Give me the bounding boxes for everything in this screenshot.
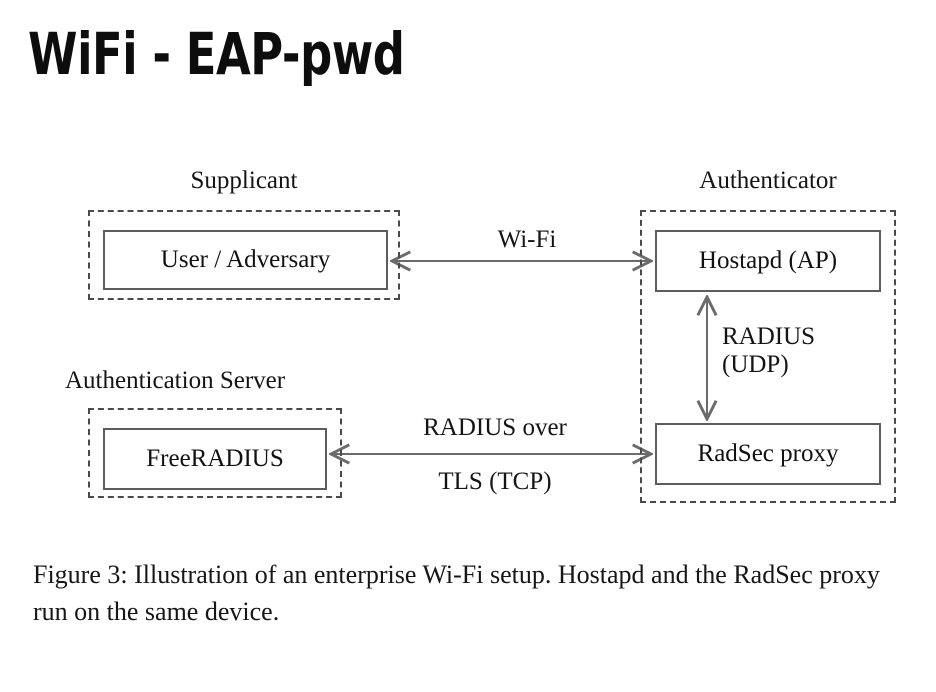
group-label-authenticator: Authenticator [699,167,837,194]
edge-label-radius-udp-line2: (UDP) [722,351,789,378]
connector-layer: Hostapd (AP) --> RadSec proxy --> RadSec… [0,150,936,530]
edge-label-radius-udp: RADIUS (UDP) [722,323,815,379]
edge-label-radius-tls: RADIUS over TLS (TCP) [423,414,567,496]
edge-label-radius-tls-line2: TLS (TCP) [438,468,552,495]
edge-label-radius-tls-line1: RADIUS over [423,414,567,441]
group-label-authentication-server: Authentication Server [65,367,286,394]
page-title: WiFi - EAP-pwd [28,20,405,88]
node-radsec-proxy: RadSec proxy [655,423,881,485]
group-boundary-supplicant [88,210,400,300]
figure-caption: Figure 3: Illustration of an enterprise … [33,560,880,626]
group-label-supplicant: Supplicant [190,167,298,194]
edge-label-wifi: Wi-Fi [497,226,557,253]
node-freeradius: FreeRADIUS [103,428,327,490]
node-hostapd-ap: Hostapd (AP) [655,230,881,292]
group-boundary-authenticator [640,210,896,503]
node-user-adversary: User / Adversary [103,230,388,290]
group-boundary-authentication-server [88,408,342,498]
figure-diagram: Hostapd (AP) --> RadSec proxy --> RadSec… [0,150,936,530]
edge-label-radius-udp-line1: RADIUS [722,323,816,350]
